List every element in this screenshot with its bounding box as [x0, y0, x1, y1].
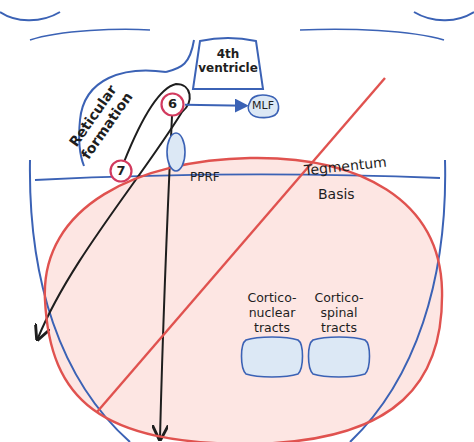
pprf-oval: [167, 133, 185, 171]
node-text: Cortico- nuclear tracts: [238, 290, 306, 335]
pons-outline: [0, 12, 60, 20]
region-label: Basis: [318, 186, 355, 202]
tract-blob: [309, 337, 370, 377]
node-text: PPRF: [190, 170, 230, 184]
pons-outline: [30, 29, 150, 40]
structure-node: Cortico- spinal tracts: [305, 288, 373, 378]
node-text: MLF: [246, 99, 280, 112]
pons-outline: [350, 160, 445, 442]
node-text: Cortico- spinal tracts: [305, 290, 373, 335]
node-text: Reticular formation: [52, 62, 148, 180]
nucleus-node: 7: [109, 159, 133, 183]
lesion-cross-line: [97, 78, 385, 412]
pons-outline: [414, 12, 474, 20]
structure-node: 4th ventricle: [192, 38, 264, 90]
node-text: 7: [109, 163, 133, 179]
tegmentum-basis-border: [35, 174, 440, 180]
structure-node: PPRF: [166, 132, 226, 186]
reticular-outline: [166, 40, 194, 72]
connector-arrow: [185, 105, 246, 106]
basis-lesion-fill: [45, 158, 442, 442]
node-text: 4th ventricle: [196, 47, 260, 76]
ventricle-outline: [193, 38, 263, 89]
structure-node: MLF: [246, 94, 280, 118]
node-text: 6: [160, 96, 185, 112]
nucleus-node: 6: [160, 92, 185, 117]
tract-blob: [242, 337, 303, 377]
basis-lesion-outline: [45, 158, 442, 442]
structure-node: Cortico- nuclear tracts: [238, 288, 306, 378]
pons-outline: [300, 29, 444, 40]
